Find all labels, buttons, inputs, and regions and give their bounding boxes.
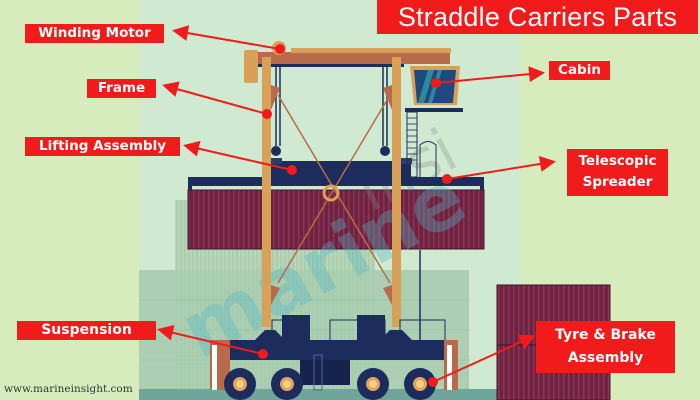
website-credit: www.marineinsight.com <box>4 383 133 395</box>
label-tyre-brake-line1: Tyre & Brake <box>555 327 656 343</box>
top-beam <box>244 52 450 64</box>
frame-leg-left <box>262 57 271 327</box>
spreader-beam <box>188 177 484 186</box>
label-tyre-brake-assembly: Tyre & Brake Assembly <box>536 321 675 373</box>
label-winding-motor: Winding Motor <box>25 24 164 43</box>
ground <box>139 389 519 400</box>
label-lifting-assembly: Lifting Assembly <box>25 137 180 156</box>
arrow-suspension <box>157 324 264 355</box>
arrow-cabin <box>435 66 545 84</box>
label-telescopic-spreader: Telescopic Spreader <box>567 149 668 196</box>
arrow-lifting-assembly <box>183 140 293 171</box>
arrow-tyre-brake <box>432 334 536 383</box>
label-tyre-brake-line2: Assembly <box>567 350 644 366</box>
label-cabin: Cabin <box>549 61 610 80</box>
arrow-frame <box>162 81 268 115</box>
label-telescopic-spreader-line1: Telescopic <box>578 153 657 169</box>
label-suspension: Suspension <box>17 321 156 340</box>
wheels <box>224 368 436 400</box>
label-telescopic-spreader-line2: Spreader <box>582 174 653 190</box>
page-title: Straddle Carriers Parts <box>377 0 698 34</box>
arrow-winding-motor <box>172 25 281 50</box>
arrow-telescopic-spreader <box>446 156 556 180</box>
chassis <box>210 315 458 391</box>
frame-leg-right <box>392 57 401 327</box>
label-frame: Frame <box>87 79 156 98</box>
lifting-beam <box>271 161 411 177</box>
